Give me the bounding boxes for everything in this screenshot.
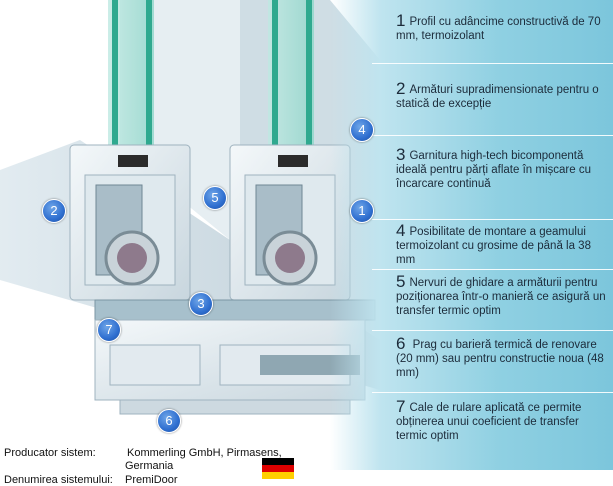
feature-number: 3 <box>396 145 406 164</box>
separator <box>372 392 613 393</box>
feature-number: 7 <box>396 397 406 416</box>
german-flag-icon <box>262 458 294 479</box>
feature-number: 5 <box>396 272 406 291</box>
flag-stripe-black <box>262 458 294 465</box>
flag-stripe-red <box>262 465 294 472</box>
feature-text: Prag cu barieră termică de renovare (20 … <box>396 339 604 379</box>
separator <box>372 219 613 220</box>
system-label: Denumirea sistemului: <box>4 474 113 486</box>
marker-3: 3 <box>189 292 213 316</box>
separator <box>372 135 613 136</box>
separator <box>372 63 613 64</box>
marker-7: 7 <box>97 318 121 342</box>
producer-label: Producator sistem: <box>4 447 96 459</box>
feature-6: 6 Prag cu barieră termică de renovare (2… <box>396 334 606 380</box>
feature-number: 1 <box>396 11 406 30</box>
marker-5: 5 <box>203 186 227 210</box>
feature-text: Posibilitate de montare a geamului termo… <box>396 226 591 266</box>
marker-4: 4 <box>350 118 374 142</box>
profile-cross-section-illustration <box>0 0 380 415</box>
feature-text: Nervuri de ghidare a armăturii pentru po… <box>396 277 606 317</box>
flag-stripe-gold <box>262 472 294 479</box>
marker-2: 2 <box>42 199 66 223</box>
producer-value: Kommerling GmbH, Pirmasens, <box>127 447 282 459</box>
feature-text: Armături supradimensionate pentru o stat… <box>396 84 599 110</box>
features-panel-background <box>330 0 613 470</box>
marker-6: 6 <box>157 409 181 433</box>
system-value: PremiDoor <box>125 474 178 486</box>
feature-number: 4 <box>396 221 406 240</box>
feature-text: Profil cu adâncime constructivă de 70 mm… <box>396 16 601 42</box>
feature-number: 6 <box>396 334 406 353</box>
feature-text: Garnitura high-tech bicomponentă ideală … <box>396 150 591 190</box>
marker-1: 1 <box>350 199 374 223</box>
separator <box>372 269 613 270</box>
feature-text: Cale de rulare aplicată ce permite obțin… <box>396 402 582 442</box>
feature-number: 2 <box>396 79 406 98</box>
producer-value-country: Germania <box>125 460 174 472</box>
separator <box>372 330 613 331</box>
